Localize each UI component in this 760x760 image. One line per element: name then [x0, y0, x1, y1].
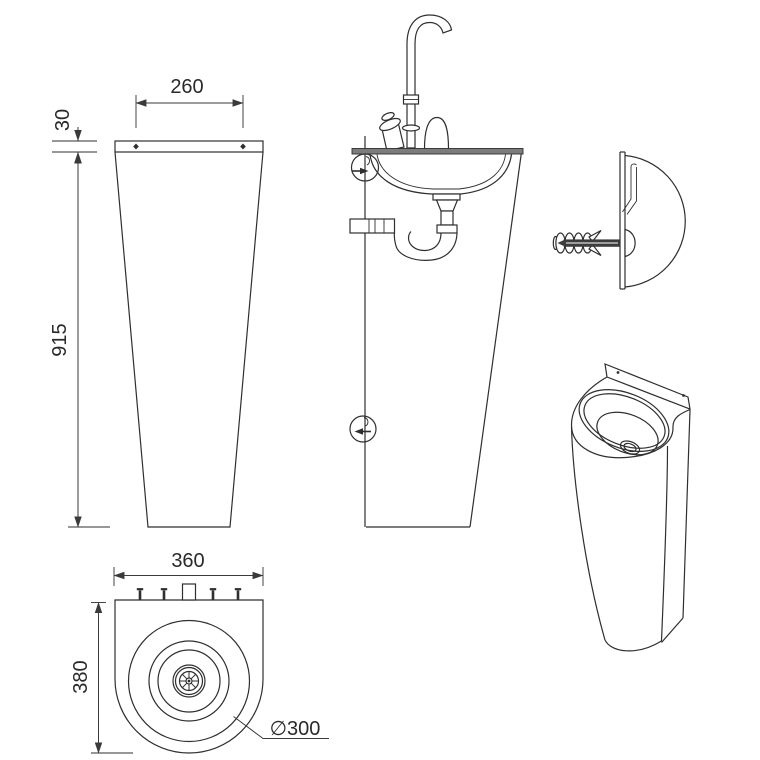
- faucet-spout: [406, 14, 453, 149]
- angle-valve: [379, 112, 405, 152]
- bracket-hook: [622, 163, 637, 215]
- dim-plan-width: 360: [171, 550, 204, 572]
- dim-front-band-height: 30: [52, 109, 74, 131]
- front-screw-left-icon: [133, 143, 139, 150]
- drain-tailpipe: [440, 210, 454, 226]
- hook-icon: [363, 417, 369, 427]
- persp-back-edge: [682, 409, 691, 619]
- persp-bowl-ellipse: [596, 411, 659, 456]
- persp-screw-hole: [682, 394, 685, 397]
- basin-rim-circle: [127, 619, 251, 743]
- trap-nut: [436, 224, 458, 234]
- bowl-section: [369, 154, 513, 195]
- persp-screw-hole: [616, 371, 620, 374]
- wall-anchor: [552, 228, 636, 258]
- perspective-view: [570, 363, 691, 652]
- leader-line-300: [233, 716, 329, 739]
- persp-rim-ellipse: [578, 389, 670, 452]
- side-view: [349, 14, 524, 528]
- persp-rim-outer: [570, 376, 691, 459]
- drain-spokes-icon: [179, 671, 199, 691]
- valve-knob: [381, 112, 395, 121]
- screw-dome-cap: [624, 228, 636, 258]
- persp-body-left-edge: [570, 426, 606, 641]
- plan-drain: [172, 664, 206, 698]
- tap-body: [423, 116, 450, 150]
- wall-fixing-detail: [552, 151, 686, 290]
- basin-deck: [351, 148, 524, 155]
- hook-icon: [365, 156, 370, 166]
- arrow-left-icon: [354, 428, 363, 435]
- persp-back-plate: [604, 363, 691, 410]
- front-top-band: [114, 140, 264, 153]
- persp-body-bottom: [604, 639, 662, 652]
- front-screw-right-icon: [240, 143, 246, 150]
- persp-body-right-edge: [660, 445, 669, 642]
- front-view: [114, 140, 264, 528]
- bowl-circle: [148, 640, 230, 722]
- drain-and-trap: [349, 193, 461, 261]
- plan-wall-studs: [136, 588, 242, 600]
- dowel-fin: [588, 229, 602, 243]
- dim-front-height: 915: [49, 323, 71, 356]
- bracket-semicircle: [624, 154, 686, 288]
- waste-outlet-pipe: [349, 218, 396, 234]
- arrow-right-icon: [360, 167, 369, 175]
- plan-tap-hole: [181, 583, 197, 601]
- gooseneck-faucet: [401, 14, 453, 149]
- faucet-collar: [401, 124, 421, 132]
- lower-fixing-callout: [349, 415, 377, 443]
- persp-drain: [619, 440, 641, 455]
- trap-inner-curve: [407, 231, 442, 252]
- dimensions: 260 30 915 360 380 ∅300: [49, 76, 329, 754]
- front-pedestal-body: [114, 151, 264, 528]
- trap-outer-curve: [393, 232, 458, 261]
- drain-flange: [432, 193, 461, 201]
- side-front-slant-edge: [469, 151, 523, 528]
- plan-view: [114, 583, 264, 754]
- dim-front-top-width: 260: [170, 76, 203, 98]
- plan-outline: [114, 599, 264, 754]
- dim-basin-diameter: ∅300: [270, 718, 321, 740]
- upper-fixing-callout: [350, 153, 380, 182]
- dim-plan-depth: 380: [70, 660, 92, 693]
- bowl-inner-circle: [157, 649, 221, 713]
